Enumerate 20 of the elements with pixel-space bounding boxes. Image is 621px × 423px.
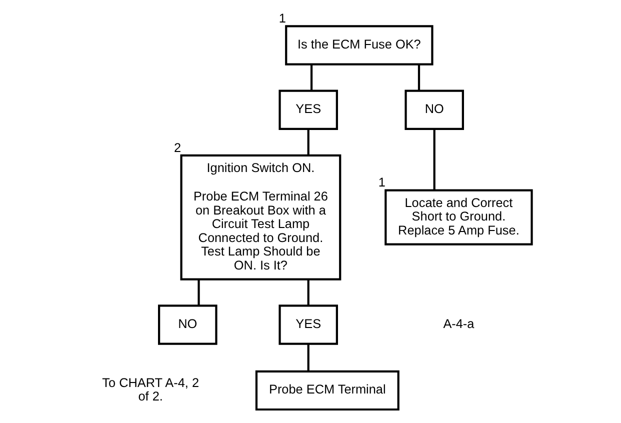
node-box: Locate and Correct Short to Ground. Replace 5 Amp Fuse. (384, 189, 532, 246)
connector (306, 129, 309, 155)
connector (197, 280, 200, 306)
node-box: YES (278, 90, 338, 130)
label: A-4-a (442, 317, 474, 332)
label: To CHART A-4, 2 of 2. (102, 376, 199, 404)
connector (306, 344, 309, 371)
connector (306, 280, 309, 306)
node-box: YES (278, 304, 338, 345)
node-box: NO (404, 90, 464, 130)
connector (310, 64, 312, 90)
node-box: Probe ECM Terminal (254, 370, 399, 411)
connector (417, 64, 420, 90)
node-box: Is the ECM Fuse OK? (284, 25, 433, 66)
node-label: 1 (378, 176, 385, 190)
connector (432, 129, 435, 190)
node-box: Ignition Switch ON. Probe ECM Terminal 26 on Breakout Box with a Circuit Test Lamp Connected to Ground. Test Lamp Should be ON. Is It? (180, 154, 341, 280)
node-label: 1 (278, 12, 286, 26)
node-box: NO (158, 304, 217, 345)
node-label: 2 (174, 140, 181, 155)
